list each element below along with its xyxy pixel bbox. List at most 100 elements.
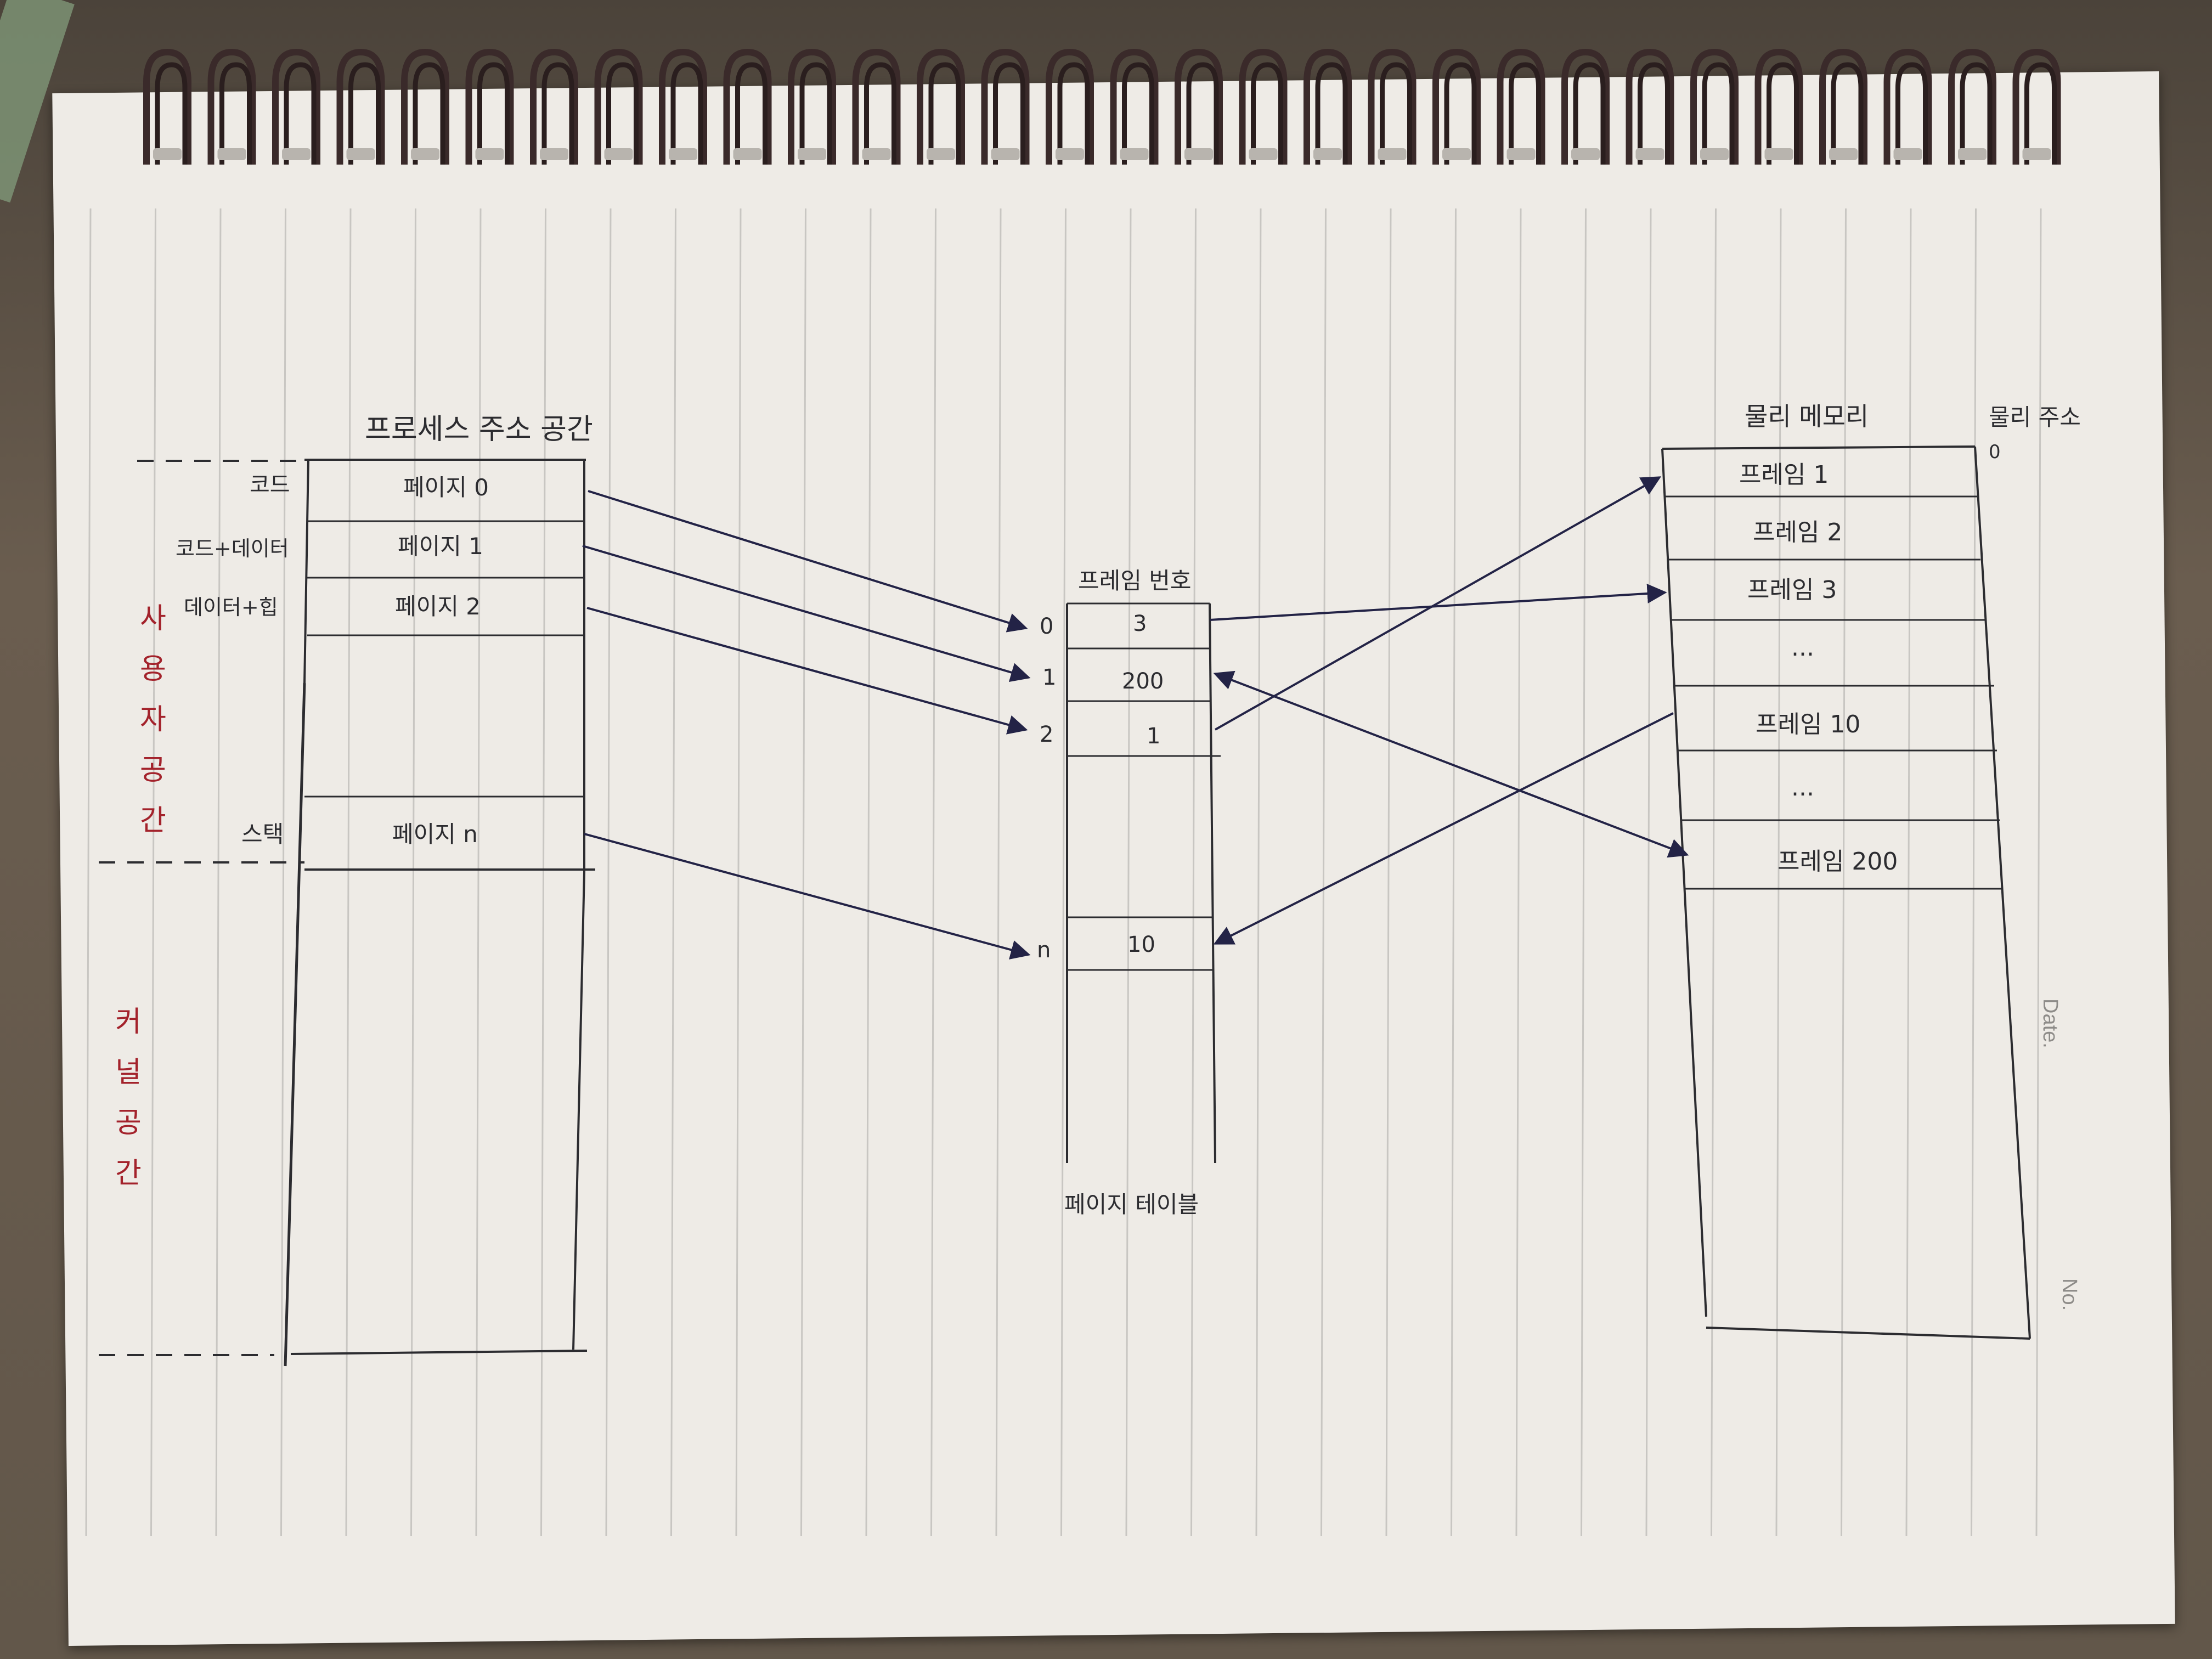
spiral-ring-icon	[981, 48, 1030, 165]
label-code: 코드	[250, 472, 290, 498]
rule-line	[1190, 208, 1197, 1537]
binding-hole	[1184, 148, 1213, 160]
printed-no: No.	[2058, 1278, 2081, 1311]
spiral-ring-icon	[530, 48, 578, 165]
spiral-ring-icon	[799, 62, 832, 165]
rule-line	[1255, 208, 1262, 1537]
spiral-ring-icon	[1895, 62, 1928, 165]
arrow-entry1-frame200	[1213, 670, 1689, 858]
rule-line	[1515, 208, 1522, 1537]
rule-line	[1841, 208, 1847, 1537]
page-1-label: 페이지 1	[398, 533, 483, 560]
rule-line	[1581, 208, 1587, 1537]
binding-hole	[153, 148, 182, 160]
spiral-ring-icon	[272, 48, 320, 165]
spiral-ring-icon	[1057, 62, 1090, 165]
pm-left	[1661, 448, 1707, 1317]
rule-line	[150, 208, 156, 1537]
spiral-ring-icon	[1626, 48, 1674, 165]
spiral-ring-icon	[1754, 48, 1803, 165]
pm-frame-1: 프레임 1	[1739, 461, 1829, 489]
spiral-binding	[143, 48, 2061, 165]
pt-frame-n: 10	[1127, 932, 1155, 957]
binding-hole	[1249, 148, 1278, 160]
arrow-pagen-to-entryn	[584, 833, 1031, 960]
rule-line	[605, 208, 612, 1537]
spiral-ring-icon	[1432, 48, 1481, 165]
physical-memory-title: 물리 메모리	[1745, 402, 1869, 431]
spiral-ring-icon	[155, 62, 188, 165]
pm-frame-10: 프레임 10	[1756, 710, 1860, 738]
spiral-ring-icon	[401, 48, 449, 165]
rule-line	[930, 208, 936, 1537]
page-n-label: 페이지 n	[392, 821, 478, 848]
binding-hole	[1056, 148, 1084, 160]
rule-line	[1711, 208, 1717, 1537]
pm-ellipsis-1: ...	[1791, 634, 1814, 662]
arrow-page0-to-entry0	[588, 490, 1028, 633]
rule-line	[1775, 208, 1782, 1537]
binding-hole	[733, 148, 762, 160]
spiral-ring-icon	[219, 62, 252, 165]
spiral-ring-icon	[1960, 62, 1993, 165]
spiral-ring-icon	[2012, 48, 2061, 165]
pm-bottom	[1706, 1327, 2030, 1340]
spiral-ring-icon	[1819, 48, 1867, 165]
page-table-caption: 페이지 테이블	[1064, 1191, 1199, 1218]
process-address-space: 프로세스 주소 공간 코드 코드+데이터 데이터+힙 스택 페이지 0 페이지 …	[99, 413, 595, 1367]
printed-date: Date.	[2039, 998, 2062, 1048]
spiral-ring-icon	[723, 48, 772, 165]
spiral-ring-icon	[1702, 62, 1735, 165]
process-space-title: 프로세스 주소 공간	[365, 413, 593, 446]
pm-row-dividers	[1665, 495, 2002, 890]
binding-hole	[1506, 148, 1536, 160]
rule-line	[2035, 208, 2042, 1537]
binding-hole	[927, 148, 955, 160]
rule-line	[280, 208, 286, 1537]
pm-frame-200: 프레임 200	[1778, 848, 1898, 876]
pt-index-1: 1	[1042, 665, 1056, 690]
label-code-data: 코드+데이터	[176, 537, 289, 561]
spiral-ring-icon	[1497, 48, 1545, 165]
binding-hole	[1120, 148, 1149, 160]
binding-hole	[604, 148, 633, 160]
spiral-ring-icon	[1251, 62, 1283, 165]
spiral-ring-icon	[1690, 48, 1739, 165]
page-2-label: 페이지 2	[395, 593, 481, 620]
process-box-left-upper	[303, 459, 309, 684]
pm-frame-3: 프레임 3	[1747, 576, 1837, 604]
rule-line	[1645, 208, 1652, 1537]
binding-hole	[669, 148, 697, 160]
binding-hole	[2022, 148, 2051, 160]
arrow-frame10-to-entryn	[1213, 712, 1674, 945]
spiral-ring-icon	[928, 62, 961, 165]
spiral-ring-icon	[1831, 62, 1864, 165]
spiral-ring-icon	[1239, 48, 1288, 165]
rule-line	[1321, 208, 1327, 1537]
spiral-ring-icon	[541, 62, 574, 165]
rule-line	[215, 208, 222, 1537]
spiral-ring-icon	[594, 48, 643, 165]
process-box-left-lower	[284, 682, 306, 1367]
spiral-ring-icon	[1122, 62, 1154, 165]
spiral-ring-icon	[852, 48, 901, 165]
rule-line	[475, 208, 482, 1537]
rule-line	[410, 208, 416, 1537]
spiral-ring-icon	[788, 48, 836, 165]
binding-hole	[411, 148, 439, 160]
binding-hole	[475, 148, 504, 160]
label-stack: 스택	[241, 821, 284, 848]
spiral-ring-icon	[864, 62, 896, 165]
spiral-ring-icon	[284, 62, 317, 165]
spiral-ring-icon	[917, 48, 965, 165]
spiral-ring-icon	[1638, 62, 1670, 165]
page-0-label: 페이지 0	[403, 474, 489, 501]
binding-hole	[282, 148, 311, 160]
rule-line	[1385, 208, 1392, 1537]
spiral-ring-icon	[477, 62, 510, 165]
process-box-bottom	[290, 1350, 588, 1355]
spiral-ring-icon	[1186, 62, 1219, 165]
spiral-ring-icon	[207, 48, 256, 165]
